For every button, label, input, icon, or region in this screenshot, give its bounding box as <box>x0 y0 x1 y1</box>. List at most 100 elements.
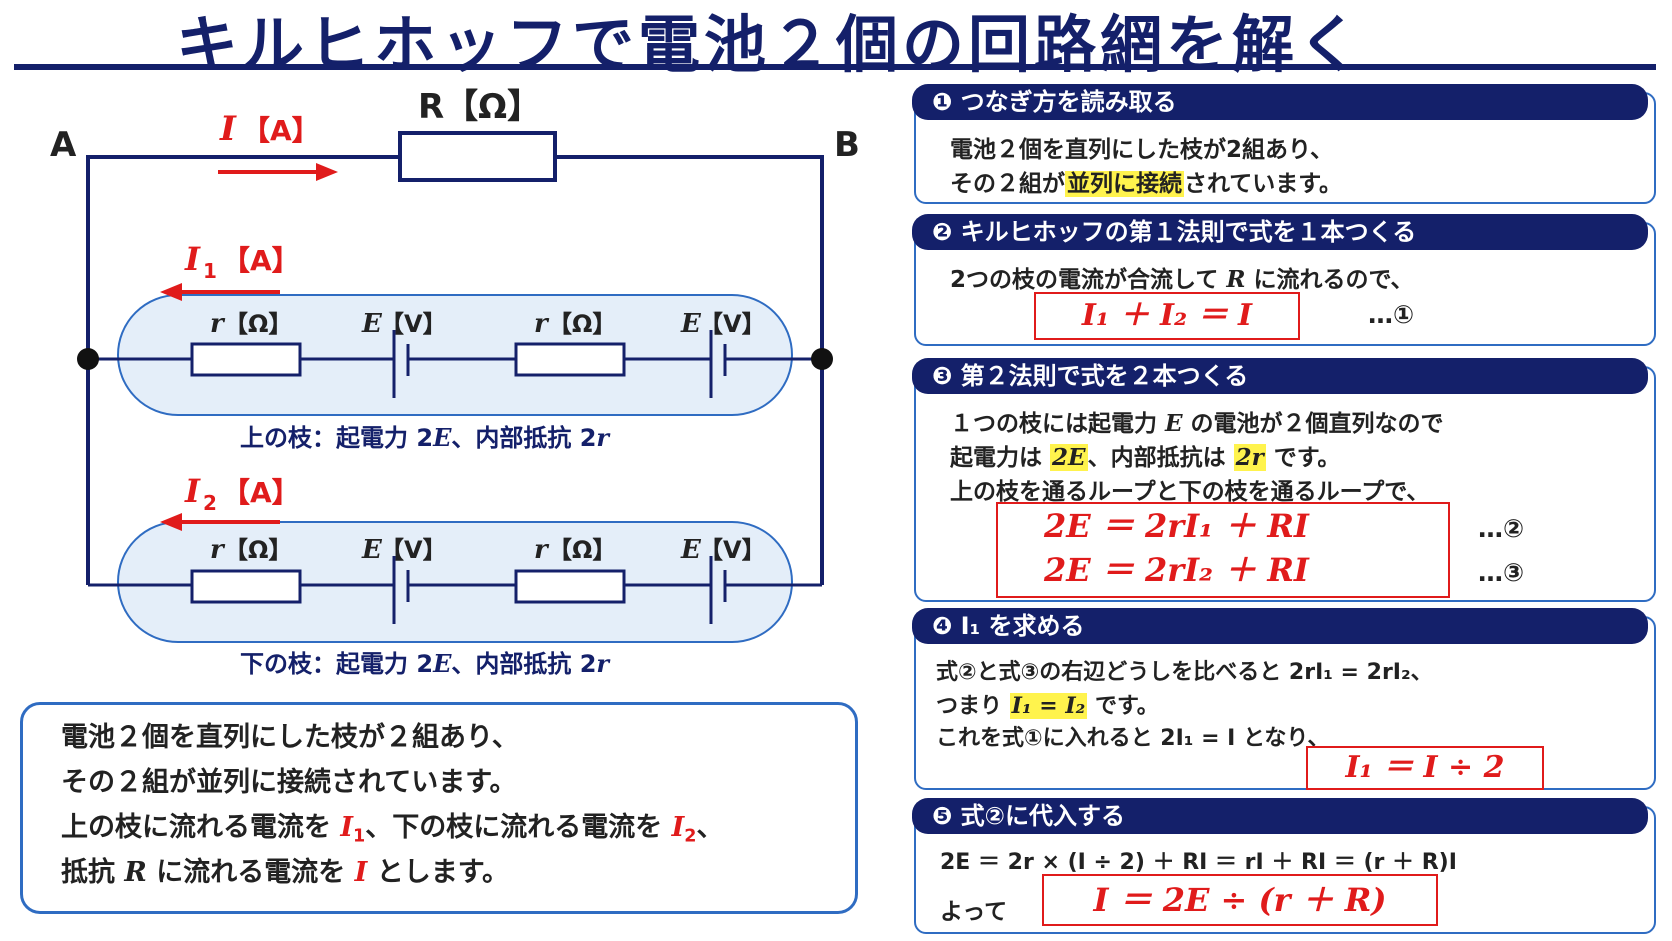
step-1-panel: ❶ つなぎ方を読み取る 電池２個を直列にした枝が2組あり、 その２組が並列に接続… <box>912 84 1656 204</box>
step-4-line-2-b: です。 <box>1087 694 1159 719</box>
branch1-current-arrowhead <box>160 283 182 301</box>
step-1-line-2: その２組が並列に接続されています。 <box>950 164 1342 198</box>
branch2-caption-pre: 下の枝：起電力 2 <box>240 650 433 678</box>
step-1-title: ❶ つなぎ方を読み取る <box>912 84 1648 120</box>
step-2-line-1: 2つの枝の電流が合流して R に流れるので、 <box>950 260 1414 294</box>
step-5-title: ❺ 式②に代入する <box>912 798 1648 834</box>
branch2-battery-2-gap <box>711 562 724 610</box>
circuit-diagram: R【Ω】 A B I 【A】 r 【Ω】 E 【V】 r 【Ω】 E 【V】 I… <box>50 87 860 678</box>
step-2-r: R <box>1226 266 1246 293</box>
branch1-caption-r: r <box>596 423 611 452</box>
branch2-resistor-1 <box>190 569 302 604</box>
equation-1-tag: …① <box>1368 300 1415 329</box>
branch2-r2-unit: 【Ω】 <box>548 536 616 564</box>
step-1-highlight: 並列に接続 <box>1065 171 1184 197</box>
step-4-panel: ❹ I₁ を求める 式②と式③の右辺どうしを比べると 2rI₁ = 2rI₂、 … <box>912 608 1656 790</box>
branch2-capsule <box>117 521 793 643</box>
step-5-line-2: よって <box>940 899 1008 925</box>
branch2-caption-mid: 、内部抵抗 2 <box>451 650 596 678</box>
main-resistor-label: R【Ω】 <box>418 87 541 127</box>
equations-2-3-box: 2E ＝ 2rI₁ ＋ RI 2E ＝ 2rI₂ ＋ RI <box>996 502 1450 598</box>
step-2-line-1-a: 2つの枝の電流が合流して <box>950 267 1227 293</box>
description-line-4-a: 抵抗 <box>61 857 125 888</box>
main-current-arrowhead <box>316 163 338 181</box>
step-3-line-3: 上の枝を通るループと下の枝を通るループで、 <box>950 479 1430 505</box>
main-current-unit: 【A】 <box>242 114 320 147</box>
step-3-line-1-b: の電池が２個直列なので <box>1182 411 1444 437</box>
branch1-e1-unit: 【V】 <box>380 310 447 338</box>
branch1-caption-pre: 上の枝：起電力 2 <box>240 424 433 452</box>
equation-2: 2E ＝ 2rI₁ ＋ RI <box>1044 507 1309 545</box>
step-4-highlight: I₁ = I₂ <box>1009 693 1088 719</box>
branch2-caption-e: E <box>432 649 452 678</box>
step-2-title: ❷ キルヒホッフの第１法則で式を１本つくる <box>912 214 1648 250</box>
outer-wire-right <box>555 155 824 355</box>
step-3-title: ❸ 第２法則で式を２本つくる <box>912 358 1648 394</box>
description-i2: I <box>671 812 685 843</box>
step-3-e: E <box>1165 410 1183 437</box>
description-line-3-b: 、下の枝に流れる電流を <box>365 812 672 843</box>
branch2-r1-unit: 【Ω】 <box>224 536 292 564</box>
description-i: I <box>354 857 368 888</box>
main-current-symbol: I <box>219 109 237 149</box>
step-4-line-2-a: つまり <box>936 694 1010 719</box>
description-line-3: 上の枝に流れる電流を I1、下の枝に流れる電流を I2、 <box>61 805 855 850</box>
branch2-e2-var: E <box>680 535 702 565</box>
branch1-r1-unit: 【Ω】 <box>224 310 292 338</box>
node-a-label: A <box>50 125 77 165</box>
equation-3: 2E ＝ 2rI₂ ＋ RI <box>1044 551 1309 589</box>
branch1-current-sub: 1 <box>203 259 217 283</box>
description-i1: I <box>340 812 354 843</box>
main-resistor <box>398 131 557 182</box>
description-line-4: 抵抗 R に流れる電流を I とします。 <box>61 850 855 895</box>
branch2-battery-1-gap <box>394 562 407 610</box>
step-3-line-1-a: １つの枝には起電力 <box>950 411 1166 437</box>
step-3-line-2-a: 起電力は <box>950 445 1051 471</box>
step-1-line-1: 電池２個を直列にした枝が2組あり、 <box>950 137 1334 163</box>
step-2-line-1-b: に流れるので、 <box>1245 267 1414 293</box>
branch2-e1-var: E <box>361 535 383 565</box>
branch1-e2-var: E <box>680 309 702 339</box>
branch2-r2-var: r <box>534 535 550 565</box>
equation-2-tag: …② <box>1478 514 1525 543</box>
branch1-caption-mid: 、内部抵抗 2 <box>451 424 596 452</box>
branch1-e2-unit: 【V】 <box>699 310 766 338</box>
step-4-line-1: 式②と式③の右辺どうしを比べると 2rI₁ = 2rI₂、 <box>936 660 1433 685</box>
junction-left-top <box>77 348 99 370</box>
description-i1-sub: 1 <box>353 826 366 847</box>
step-3-line-1: １つの枝には起電力 E の電池が２個直列なので <box>950 404 1444 438</box>
step-4-line-3: これを式①に入れると 2I₁ = I となり、 <box>936 726 1330 751</box>
branch2-caption: 下の枝：起電力 2E、内部抵抗 2r <box>240 649 611 678</box>
description-r: R <box>124 857 147 888</box>
branch1-resistor-2 <box>514 342 626 377</box>
branch1-resistor-1 <box>190 342 302 377</box>
branch2-current-sub: 2 <box>203 491 217 515</box>
page-title: キルヒホッフで電池２個の回路網を解く <box>175 8 1364 81</box>
branch2-e2-unit: 【V】 <box>699 536 766 564</box>
branch1-caption: 上の枝：起電力 2E、内部抵抗 2r <box>240 423 611 452</box>
step-4-line-2: つまり I₁ = I₂ です。 <box>936 688 1159 720</box>
equation-1-box: I₁ ＋ I₂ ＝ I <box>1034 292 1300 340</box>
step-2-panel: ❷ キルヒホッフの第１法則で式を１本つくる 2つの枝の電流が合流して R に流れ… <box>912 214 1656 346</box>
step-5-panel: ❺ 式②に代入する 2E ＝ 2r × (I ÷ 2) ＋ RI ＝ rI ＋ … <box>912 798 1656 934</box>
step-4-title: ❹ I₁ を求める <box>912 608 1648 644</box>
equation-i1-box: I₁ ＝ I ÷ 2 <box>1306 746 1544 790</box>
branch1-current-unit: 【A】 <box>222 244 300 277</box>
branch1-battery-1-gap <box>394 335 407 383</box>
branch1-e1-var: E <box>361 309 383 339</box>
branch1-capsule <box>117 294 793 416</box>
step-3-line-2: 起電力は 2E、内部抵抗は 2r です。 <box>950 438 1340 472</box>
description-i2-sub: 2 <box>684 826 697 847</box>
description-box: 電池２個を直列にした枝が２組あり、 その２組が並列に接続されています。 上の枝に… <box>20 702 858 914</box>
branch2-e1-unit: 【V】 <box>380 536 447 564</box>
step-3-line-2-c: です。 <box>1265 445 1341 471</box>
branch1-caption-e: E <box>432 423 452 452</box>
step-3-highlight-resistance: 2r <box>1233 444 1266 471</box>
branch2-current-symbol: I <box>184 472 201 510</box>
title-underline <box>14 64 1656 70</box>
description-line-4-b: に流れる電流を <box>146 857 355 888</box>
branch2-resistor-2 <box>514 569 626 604</box>
step-5-line-1: 2E ＝ 2r × (I ÷ 2) ＋ RI ＝ rI ＋ RI ＝ (r ＋ … <box>940 850 1457 875</box>
step-3-panel: ❸ 第２法則で式を２本つくる １つの枝には起電力 E の電池が２個直列なので 起… <box>912 358 1656 602</box>
branch1-r1-var: r <box>210 309 226 339</box>
